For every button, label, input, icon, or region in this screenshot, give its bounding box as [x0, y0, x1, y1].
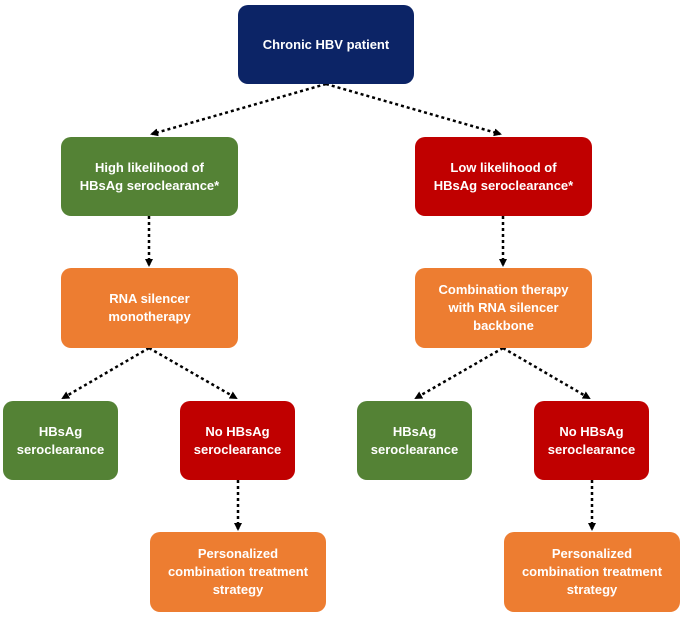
- arrow-combo-to-clear: [414, 346, 504, 400]
- arrow-root-to-high: [150, 82, 327, 137]
- node-high-likelihood-seroclearance: High likelihood of HBsAg seroclearance*: [61, 137, 238, 216]
- node-right-no-hbsag-seroclearance: No HBsAg seroclearance: [534, 401, 649, 480]
- node-rna-silencer-monotherapy: RNA silencer monotherapy: [61, 268, 238, 348]
- node-right-personalized-strategy: Personalized combination treatment strat…: [504, 532, 680, 612]
- arrow-root-to-low: [325, 82, 502, 137]
- node-combination-therapy: Combination therapy with RNA silencer ba…: [415, 268, 592, 348]
- node-chronic-hbv-patient: Chronic HBV patient: [238, 5, 414, 84]
- arrow-combo-to-noclear: [502, 346, 591, 400]
- arrow-rna-mono-to-noclear: [148, 346, 238, 400]
- node-right-hbsag-seroclearance: HBsAg seroclearance: [357, 401, 472, 480]
- arrow-rna-mono-to-clear: [61, 346, 150, 400]
- node-left-hbsag-seroclearance: HBsAg seroclearance: [3, 401, 118, 480]
- node-left-no-hbsag-seroclearance: No HBsAg seroclearance: [180, 401, 295, 480]
- node-left-personalized-strategy: Personalized combination treatment strat…: [150, 532, 326, 612]
- node-low-likelihood-seroclearance: Low likelihood of HBsAg seroclearance*: [415, 137, 592, 216]
